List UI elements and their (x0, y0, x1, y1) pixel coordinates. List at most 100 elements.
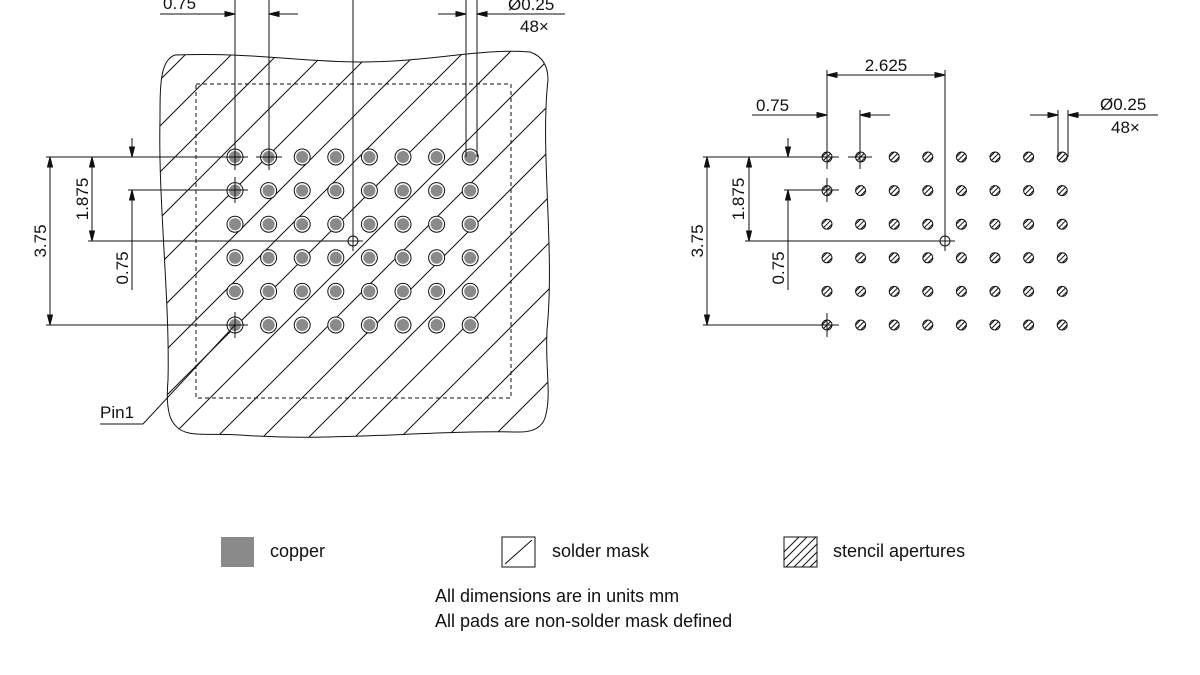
hatch-line (159, 51, 497, 438)
stencil-aperture (888, 285, 900, 297)
copper-pad (461, 182, 479, 200)
copper-pad (461, 282, 479, 300)
copper-pad (428, 182, 446, 200)
stencil-aperture (1056, 151, 1068, 163)
copper-pad (461, 215, 479, 233)
copper-pad (260, 316, 278, 334)
copper-pad (428, 249, 446, 267)
legend-copper-swatch (221, 537, 254, 567)
hatch-line (443, 51, 550, 438)
dim-stencil-height-label: 3.75 (688, 224, 707, 257)
copper-pad (327, 215, 345, 233)
stencil-aperture (922, 319, 934, 331)
dim-pitch-y-label: 0.75 (113, 251, 132, 284)
dim-offset-label: 2.625 (865, 56, 908, 75)
copper-pad (293, 249, 311, 267)
copper-pad (394, 182, 412, 200)
copper-pad (394, 148, 412, 166)
hatch-line (159, 51, 267, 438)
copper-pad (360, 148, 378, 166)
stencil-aperture (821, 218, 833, 230)
copper-pad (360, 282, 378, 300)
dim-stencil-pad-count-label: 48× (1111, 118, 1140, 137)
dim-stencil-vertical-lines (703, 138, 945, 326)
stencil-aperture (1056, 252, 1068, 264)
stencil-aperture (989, 319, 1001, 331)
solder-mask-outline (159, 50, 550, 438)
stencil-aperture (922, 285, 934, 297)
legend-copper: copper (221, 537, 325, 567)
dim-half-height-label: 1.875 (73, 178, 92, 221)
stencil-aperture (855, 319, 867, 331)
copper-pad (327, 148, 345, 166)
copper-pad (394, 249, 412, 267)
copper-pad (293, 316, 311, 334)
legend-stencil: stencil apertures (783, 536, 965, 568)
stencil-aperture (955, 319, 967, 331)
hatch-line (159, 51, 313, 438)
stencil-aperture (821, 285, 833, 297)
hatch-line (159, 51, 359, 438)
stencil-aperture (955, 285, 967, 297)
dim-pad-count-label: 48× (520, 17, 549, 36)
copper-pad (226, 282, 244, 300)
stencil-aperture (1023, 252, 1035, 264)
dim-stencil-half-height-label: 1.875 (729, 178, 748, 221)
copper-pad (293, 215, 311, 233)
stencil-aperture (855, 185, 867, 197)
stencil-aperture (888, 252, 900, 264)
copper-pad (461, 316, 479, 334)
dim-pad-dia-lines (438, 0, 565, 157)
dim-stencil-pitch-y-label: 0.75 (769, 251, 788, 284)
stencil-aperture (989, 252, 1001, 264)
stencil-aperture (922, 252, 934, 264)
hatch-line (397, 51, 550, 438)
dim-vertical-lines (46, 138, 353, 326)
dim-pitch-x-label: 0.75 (163, 0, 196, 13)
copper-pad (327, 182, 345, 200)
stencil-aperture (955, 252, 967, 264)
copper-pad (327, 316, 345, 334)
left-view-solder-mask: 0.75 Ø0.25 48× (31, 0, 1200, 440)
stencil-aperture (1056, 319, 1068, 331)
stencil-aperture (1056, 218, 1068, 230)
stencil-aperture (989, 285, 1001, 297)
stencil-aperture (1023, 151, 1035, 163)
copper-pad (394, 282, 412, 300)
dim-offset-lines (826, 70, 946, 241)
hatch-line (812, 20, 1200, 440)
dim-stencil-pitch-x-label: 0.75 (756, 96, 789, 115)
copper-pad (293, 282, 311, 300)
stencil-aperture (1023, 319, 1035, 331)
legend: copper solder mask stencil apertures (221, 536, 965, 568)
pin1-label: Pin1 (100, 403, 134, 422)
dim-stencil-pad-dia-lines (1030, 110, 1158, 157)
copper-pad (360, 215, 378, 233)
copper-pad (461, 148, 479, 166)
dim-pitch-x-lines (160, 0, 354, 241)
hatch-line (904, 20, 1200, 440)
hatch-line (167, 51, 550, 438)
solder-mask-hatch (159, 20, 1200, 440)
right-view-stencil: 2.625 0.75 Ø0.25 48× (688, 56, 1158, 337)
copper-pad (327, 249, 345, 267)
stencil-aperture (855, 252, 867, 264)
stencil-aperture (989, 218, 1001, 230)
stencil-aperture (922, 218, 934, 230)
stencil-aperture (955, 218, 967, 230)
stencil-aperture (888, 319, 900, 331)
pin1-leader (100, 324, 236, 425)
hatch-line (535, 51, 550, 438)
legend-solder-mask-swatch (501, 536, 536, 568)
dim-height-label: 3.75 (31, 224, 50, 257)
copper-pad (293, 148, 311, 166)
copper-pad-grid (226, 148, 479, 334)
notes: All dimensions are in units mm All pads … (435, 586, 732, 631)
stencil-aperture (1023, 218, 1035, 230)
copper-pad (293, 182, 311, 200)
legend-stencil-label: stencil apertures (833, 541, 965, 561)
copper-pad (428, 215, 446, 233)
copper-pad (327, 282, 345, 300)
copper-pad (360, 249, 378, 267)
stencil-aperture (955, 151, 967, 163)
